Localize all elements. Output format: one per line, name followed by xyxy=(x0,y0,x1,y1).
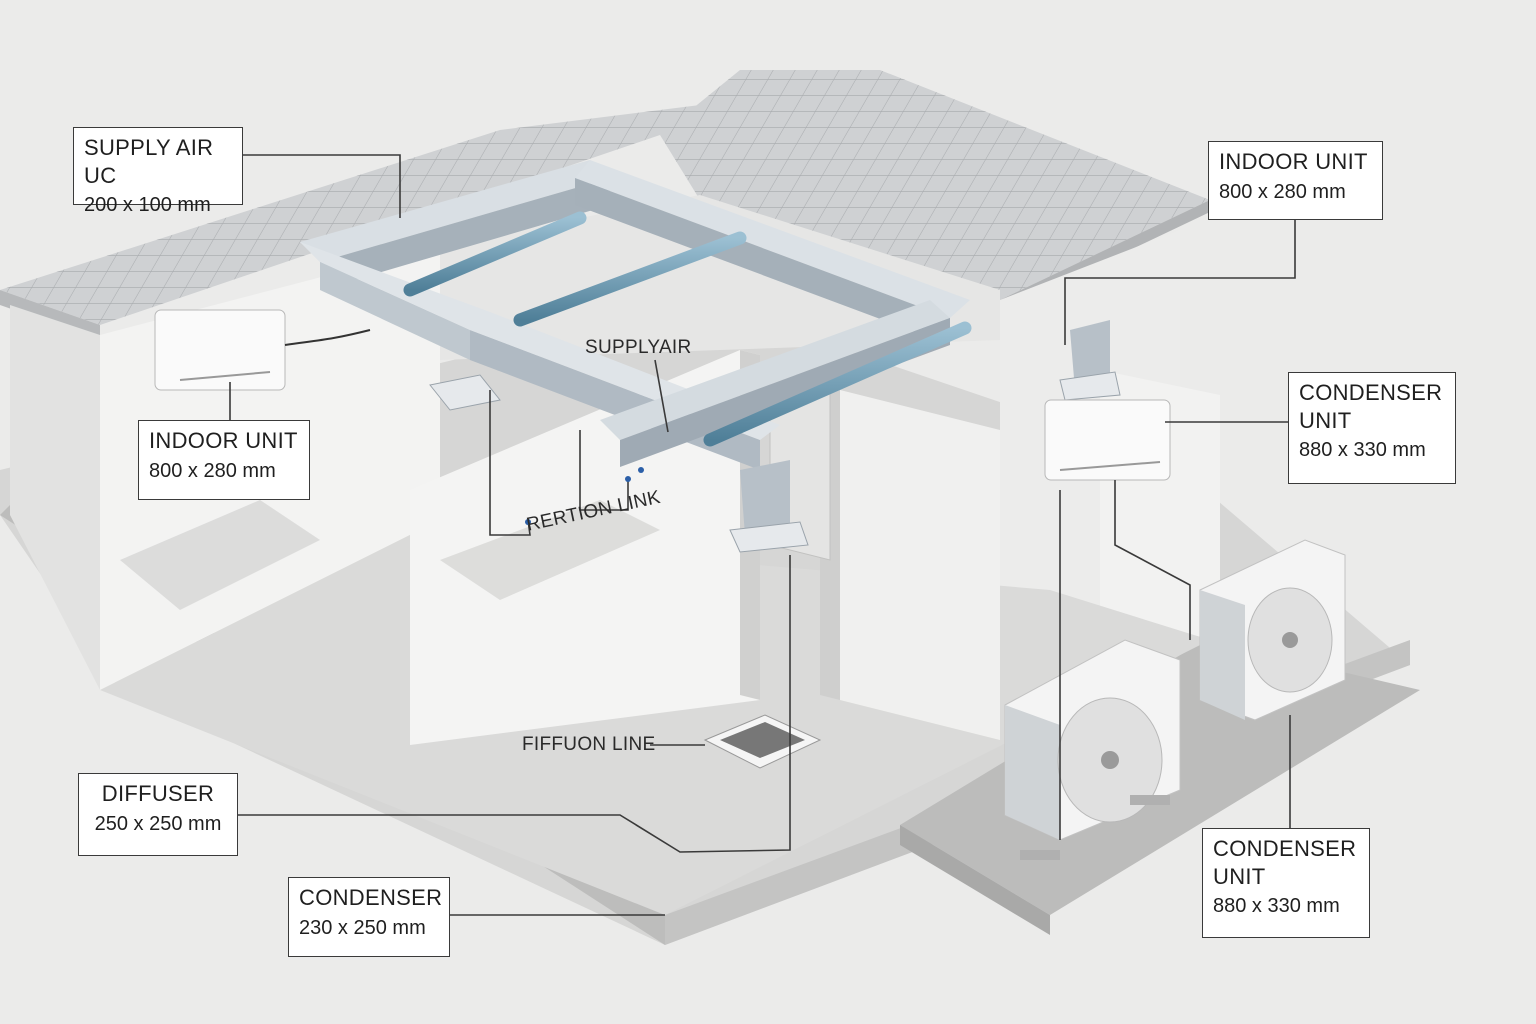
floor-diffuser-graphic xyxy=(703,714,822,769)
label-condenser-unit-upper: CONDENSER UNIT 880 x 330 mm xyxy=(1288,372,1456,484)
label-title: INDOOR UNIT xyxy=(149,428,298,453)
condenser-unit-front-graphic xyxy=(1004,639,1181,860)
label-title-line2: UNIT xyxy=(1213,863,1266,889)
inline-label-fiffuon-line: FIFFUON LINE xyxy=(522,734,656,755)
label-supply-air-uc: SUPPLY AIR UC 200 x 100 mm xyxy=(73,127,243,216)
label-diffuser: DIFFUSER 250 x 250 mm xyxy=(78,773,238,856)
label-indoor-unit-left: INDOOR UNIT 800 x 280 mm xyxy=(138,420,310,500)
label-dimensions: 880 x 330 mm xyxy=(1299,439,1426,461)
label-dimensions: 880 x 330 mm xyxy=(1213,895,1340,917)
indoor-unit-left-graphic xyxy=(154,309,371,391)
label-title: DIFFUSER xyxy=(101,781,215,806)
label-dimensions: 250 x 250 mm xyxy=(94,812,222,835)
pipe-link-dots xyxy=(525,467,644,525)
leader-lines xyxy=(229,154,1296,916)
label-title-line2: UNIT xyxy=(1299,407,1352,433)
label-title-line1: CONDENSER xyxy=(1299,380,1443,405)
refrigerant-pipes xyxy=(403,211,972,447)
label-condenser: CONDENSER 230 x 250 mm xyxy=(288,877,450,957)
inline-label-supply-air: SUPPLYAIR xyxy=(585,337,692,358)
label-title: INDOOR UNIT xyxy=(1219,149,1368,174)
condenser-unit-back-graphic xyxy=(1199,539,1346,721)
label-dimensions: 800 x 280 mm xyxy=(149,459,276,482)
label-title-line1: CONDENSER xyxy=(1213,836,1357,861)
label-condenser-unit-lower: CONDENSER UNIT 880 x 330 mm xyxy=(1202,828,1370,938)
label-dimensions: 800 x 280 mm xyxy=(1219,180,1346,203)
label-indoor-unit-right: INDOOR UNIT 800 x 280 mm xyxy=(1208,141,1383,220)
label-title: CONDENSER xyxy=(299,885,443,910)
label-dimensions: 230 x 250 mm xyxy=(299,916,426,939)
indoor-unit-right-graphic xyxy=(1044,399,1171,481)
label-dimensions: 200 x 100 mm xyxy=(84,194,211,216)
label-title: SUPPLY AIR UC xyxy=(84,135,214,188)
